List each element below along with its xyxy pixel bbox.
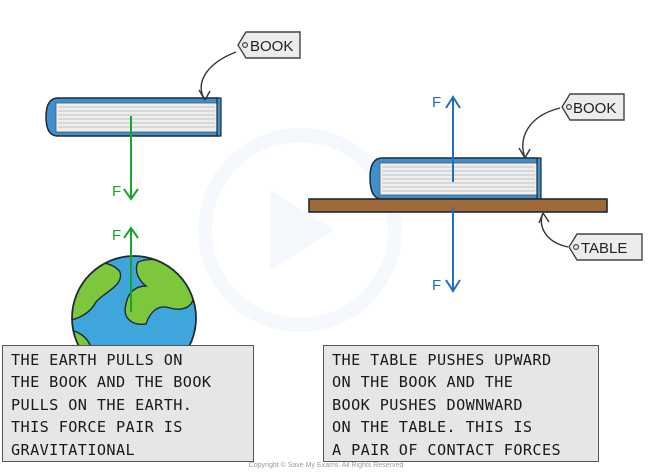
table-tag: TABLE [538, 212, 643, 261]
contact-force-on-book-arrow [445, 95, 461, 182]
gravity-force-on-earth-arrow [123, 226, 139, 312]
caption-gravitational: THE EARTH PULLS ON THE BOOK AND THE BOOK P… [2, 345, 254, 462]
caption-line: ON THE BOOK AND THE [332, 373, 514, 392]
caption-line: A PAIR OF CONTACT FORCES [332, 440, 562, 459]
table [308, 198, 608, 213]
gravity-force-up-label: F [112, 227, 121, 244]
caption-line: THE BOOK AND THE BOOK [11, 373, 212, 392]
gravity-force-on-book-arrow [123, 116, 139, 201]
caption-contact: THE TABLE PUSHES UPWARD ON THE BOOK AND T… [323, 345, 599, 462]
table-tag-text: TABLE [581, 240, 627, 257]
caption-line: THE EARTH PULLS ON [11, 351, 183, 369]
book-tag-right-text: BOOK [573, 100, 616, 117]
contact-force-on-table-arrow [445, 207, 461, 293]
contact-force-up-label: F [432, 94, 441, 111]
book-tag-left: BOOK [198, 31, 301, 101]
left-book [45, 97, 222, 137]
book-tag-right: BOOK [518, 93, 625, 159]
caption-line: ON THE TABLE. THIS IS [332, 418, 533, 437]
caption-line: THE TABLE PUSHES UPWARD [332, 351, 552, 369]
copyright-notice: Copyright © Save My Exams. All Rights Re… [248, 462, 404, 469]
caption-line: BOOK PUSHES DOWNWARD [332, 395, 523, 414]
gravity-force-down-label: F [112, 183, 121, 200]
caption-line: PULLS ON THE EARTH. [11, 395, 193, 414]
right-book [369, 157, 542, 200]
caption-line: GRAVITATIONAL [11, 440, 136, 459]
caption-line: THIS FORCE PAIR IS [11, 418, 183, 437]
book-tag-left-text: BOOK [250, 38, 293, 55]
contact-force-down-label: F [432, 277, 441, 294]
watermark-logo [198, 128, 402, 332]
